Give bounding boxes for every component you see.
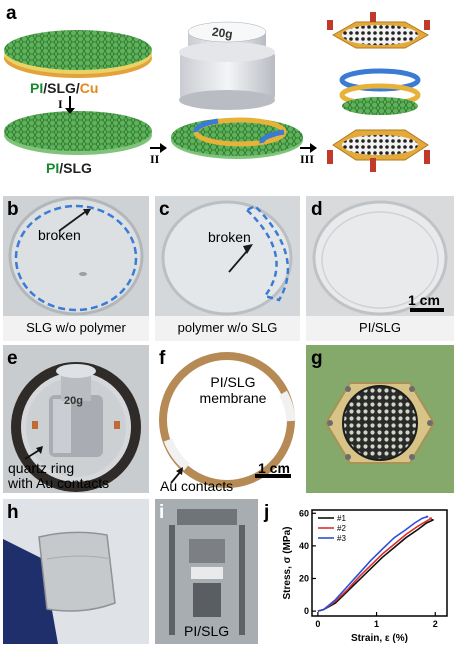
photo-f [155, 345, 300, 493]
panel-a-illustration [4, 12, 430, 172]
y-axis-label: Stress, σ (MPa) [282, 527, 293, 600]
panel-i-caption: PI/SLG [184, 623, 230, 639]
material-label-bottom: PI/SLG [46, 160, 92, 176]
photo-i [155, 499, 258, 644]
plot-frame [311, 509, 448, 617]
photo-h [3, 499, 149, 644]
panel-b-letter: b [7, 199, 19, 220]
ring-on-disk [171, 117, 303, 159]
y-tick-label: 40 [299, 541, 309, 551]
weight-label: 20g [211, 24, 234, 42]
photo-b [3, 196, 149, 341]
legend-label-2: #2 [337, 524, 346, 533]
y-tick-label: 0 [304, 606, 309, 616]
x-axis-label: Strain, ε (%) [351, 633, 408, 644]
panel-c-letter: c [159, 199, 170, 220]
series-line-3 [317, 515, 429, 612]
step-2-label: II [150, 152, 160, 166]
panel-e-weight-label: 20g [64, 395, 83, 407]
panel-b-annotation: broken [38, 227, 81, 243]
material-label-top: PI/SLG/Cu [30, 80, 99, 96]
panel-b-caption: SLG w/o polymer [26, 320, 126, 335]
y-tick-label: 20 [299, 573, 309, 583]
photo-d [306, 196, 454, 341]
panel-e-caption-2: with Au contacts [8, 475, 110, 491]
pi-slg-cu-disk [4, 30, 152, 78]
panel-j-letter: j [264, 502, 270, 523]
photo-e [3, 345, 149, 493]
step-3-label: III [300, 152, 315, 166]
panel-f-scale-label: 1 cm [258, 460, 290, 476]
panel-f-label-1: PI/SLG [210, 374, 256, 390]
panel-d-scale-label: 1 cm [408, 292, 440, 308]
photo-g [306, 345, 454, 493]
panel-h-letter: h [7, 502, 19, 523]
series-line-2 [317, 517, 433, 612]
panel-f-label-2: membrane [199, 390, 267, 406]
panel-e-caption-1: quartz ring [8, 460, 75, 476]
legend-label-3: #3 [337, 534, 346, 543]
x-tick-label: 1 [374, 619, 379, 629]
legend-label-1: #1 [337, 514, 346, 523]
y-tick-label: 60 [299, 508, 309, 518]
step-1-label: I [58, 97, 63, 111]
holder-assembly [327, 12, 430, 172]
panel-c-annotation: broken [208, 229, 251, 245]
panel-e-letter: e [7, 348, 18, 369]
panel-d-caption: PI/SLG [359, 320, 401, 335]
panel-f-caption: Au contacts [160, 478, 234, 494]
panel-g-letter: g [311, 348, 323, 369]
x-tick-label: 2 [433, 619, 438, 629]
pi-slg-disk [4, 111, 152, 155]
photo-c [155, 196, 300, 341]
weight-20g [179, 21, 275, 110]
panel-d-letter: d [311, 199, 323, 220]
x-tick-label: 0 [315, 619, 320, 629]
panel-c-caption: polymer w/o SLG [177, 320, 278, 335]
panel-f-letter: f [159, 348, 166, 369]
series-line-1 [317, 518, 434, 612]
panel-i-letter: i [159, 502, 165, 523]
panel-a-letter: a [6, 3, 17, 24]
